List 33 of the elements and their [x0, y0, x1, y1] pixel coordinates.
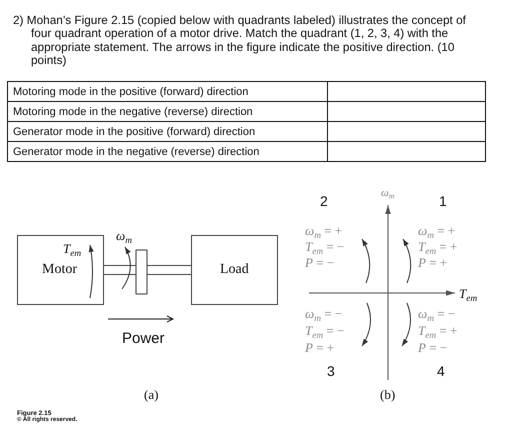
shaft	[104, 265, 192, 275]
quadrant-number: 1	[439, 193, 447, 210]
sign-equation: P = −	[418, 340, 448, 355]
statement-cell: Generator mode in the negative (reverse) direction	[8, 142, 328, 162]
quadrant-number: 2	[320, 193, 328, 210]
sign-equation: ω$_{m}$ = +	[305, 223, 342, 238]
quadrant-number: 4	[437, 363, 445, 380]
sign-equation: P = +	[305, 340, 334, 355]
panel-label: (a)	[144, 388, 158, 403]
sign-equation: ω$_{m}$ = +	[418, 223, 456, 238]
symbol-label: T$_{em}$	[63, 242, 82, 256]
sign-equation: P = +	[418, 255, 448, 270]
load-box	[191, 235, 278, 305]
quadrant-number: 3	[327, 363, 335, 380]
sign-equation: ω$_{m}$ = −	[418, 306, 456, 321]
axis-label: T$_{em}$	[459, 287, 478, 302]
sign-equation: ω$_{m}$ = −	[305, 306, 342, 321]
node-label: Load	[220, 262, 249, 278]
axis-label: ω$_{m}$	[381, 187, 394, 200]
statement-cell: Motoring mode in the negative (reverse) direction	[8, 102, 328, 122]
symbol-label: ω$_{m}$	[116, 229, 132, 244]
power-label: Power	[122, 330, 165, 348]
sign-equation: T$_{em}$ = −	[305, 239, 344, 254]
node-label: Motor	[42, 262, 77, 278]
sign-equation: P = −	[305, 255, 334, 270]
sign-equation: T$_{em}$ = +	[418, 323, 458, 338]
statement-cell: Generator mode in the positive (forward) direction	[8, 122, 328, 142]
sign-equation: T$_{em}$ = −	[305, 323, 344, 338]
question-text: 2) Mohan’s Figure 2.15 (copied below with quadrants labeled) illustrates the concept of four quadrant operation of a motor drive. Match the quadrant (1, 2, 3, 4) with the appropriate statement. The arrows in the figure indicate the positive direction. (10 points)	[13, 14, 467, 68]
sign-equation: T$_{em}$ = +	[418, 239, 458, 254]
panel-label: (b)	[380, 388, 396, 403]
statement-cell: Motoring mode in the positive (forward) direction	[8, 82, 328, 102]
motor-box	[17, 235, 104, 305]
